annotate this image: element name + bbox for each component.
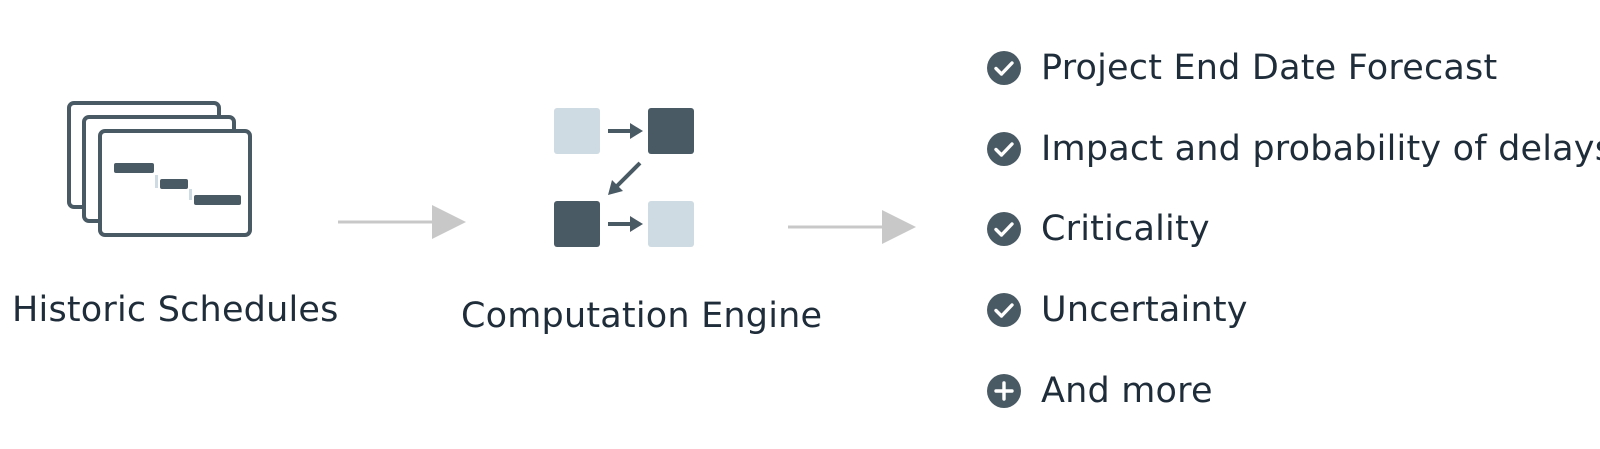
output-item-label: Criticality bbox=[1041, 209, 1210, 249]
output-item-impact-probability-delays: Impact and probability of delays bbox=[987, 129, 1600, 169]
output-item-label: Impact and probability of delays bbox=[1041, 129, 1600, 169]
historic-schedules-label: Historic Schedules bbox=[12, 290, 339, 330]
check-circle-icon bbox=[987, 132, 1021, 166]
output-item-label: And more bbox=[1041, 371, 1213, 411]
flow-arrow-2 bbox=[788, 210, 916, 244]
output-item-end-date-forecast: Project End Date Forecast bbox=[987, 48, 1497, 88]
check-circle-icon bbox=[987, 293, 1021, 327]
output-item-label: Project End Date Forecast bbox=[1041, 48, 1498, 88]
computation-engine-label: Computation Engine bbox=[461, 296, 823, 336]
output-item-criticality: Criticality bbox=[987, 209, 1210, 249]
plus-circle-icon bbox=[987, 374, 1021, 408]
check-circle-icon bbox=[987, 51, 1021, 85]
check-circle-icon bbox=[987, 212, 1021, 246]
computation-engine-icon bbox=[554, 108, 694, 247]
flow-arrow-1 bbox=[338, 205, 466, 239]
stacked-gantt-schedules-icon bbox=[67, 101, 252, 237]
output-item-and-more: And more bbox=[987, 371, 1213, 411]
output-item-uncertainty: Uncertainty bbox=[987, 290, 1248, 330]
output-item-label: Uncertainty bbox=[1041, 290, 1248, 330]
